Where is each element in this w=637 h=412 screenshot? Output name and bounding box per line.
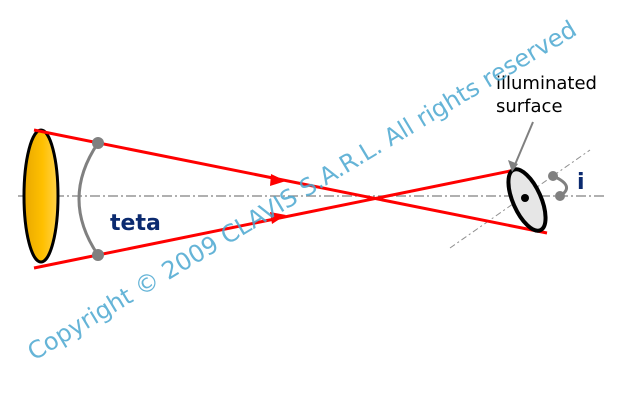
teta-arc-end-top — [92, 137, 104, 149]
copyright-watermark: Copyright © 2009 CLAVIS S.A.R.L. All rig… — [23, 15, 582, 366]
teta-arc-end-bottom — [92, 249, 104, 261]
incidence-arc-end-top — [548, 171, 558, 181]
teta-angle-arc — [77, 142, 100, 256]
teta-label: teta — [110, 211, 161, 236]
surface-label-line1: illuminated — [496, 73, 597, 94]
ray-upper — [33, 128, 548, 235]
surface-label-line2: surface — [496, 96, 563, 117]
surface-pointer-line — [513, 121, 534, 168]
light-source-lens — [22, 128, 60, 264]
ray-lower-arrow — [270, 212, 286, 224]
incidence-angle-label: i — [577, 170, 585, 195]
surface-center-dot — [521, 194, 529, 202]
surface-pointer-arrow — [508, 160, 518, 172]
ray-upper-arrow — [270, 174, 286, 186]
incidence-arc-end-bottom — [555, 191, 565, 201]
